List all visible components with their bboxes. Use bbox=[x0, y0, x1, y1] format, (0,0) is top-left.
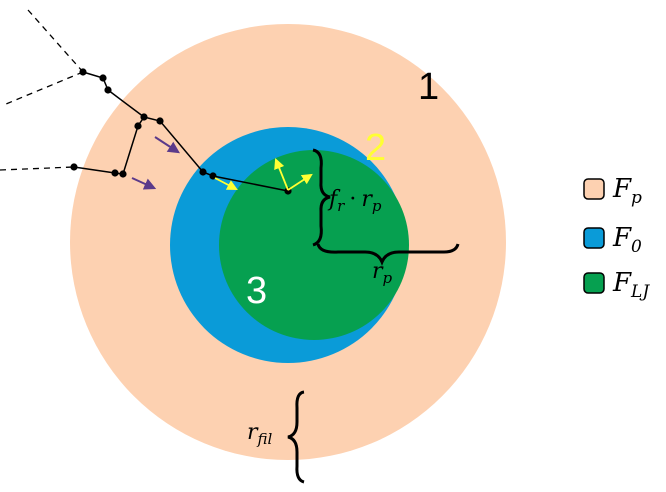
zone-3-number: 3 bbox=[246, 270, 267, 312]
label-rfil: rfil bbox=[247, 420, 273, 448]
label-fr-times-rp: fr·rp bbox=[327, 187, 382, 215]
filament-dashed-tails bbox=[0, 9, 84, 171]
legend-label-f0: F0 bbox=[612, 223, 642, 257]
force-arrow-yellow-center-up bbox=[274, 157, 289, 191]
legend-swatch-flj bbox=[583, 272, 605, 294]
legend-item-f0: F0 bbox=[583, 223, 642, 257]
legend-label-flj: FLJ bbox=[612, 268, 650, 302]
force-arrow-yellow-center-right bbox=[287, 173, 313, 191]
legend-item-flj: FLJ bbox=[583, 268, 650, 302]
brace-fr-rp bbox=[312, 148, 331, 247]
brace-rfil bbox=[287, 390, 305, 484]
zone-1-number: 1 bbox=[418, 66, 439, 108]
chain-beads bbox=[70, 68, 292, 195]
brace-rp bbox=[316, 243, 460, 267]
legend-item-fp: Fp bbox=[583, 174, 642, 208]
legend-swatch-fp bbox=[583, 178, 605, 200]
force-arrow-yellow-chain bbox=[214, 177, 238, 191]
legend-swatch-f0 bbox=[583, 227, 605, 249]
legend: Fp F0 FLJ bbox=[583, 174, 650, 302]
force-arrow-purple-lower bbox=[131, 177, 157, 190]
zone-2-number: 2 bbox=[365, 127, 386, 169]
label-rp: rp bbox=[372, 259, 393, 287]
legend-label-fp: Fp bbox=[612, 174, 642, 208]
force-arrow-purple-upper bbox=[154, 136, 181, 154]
